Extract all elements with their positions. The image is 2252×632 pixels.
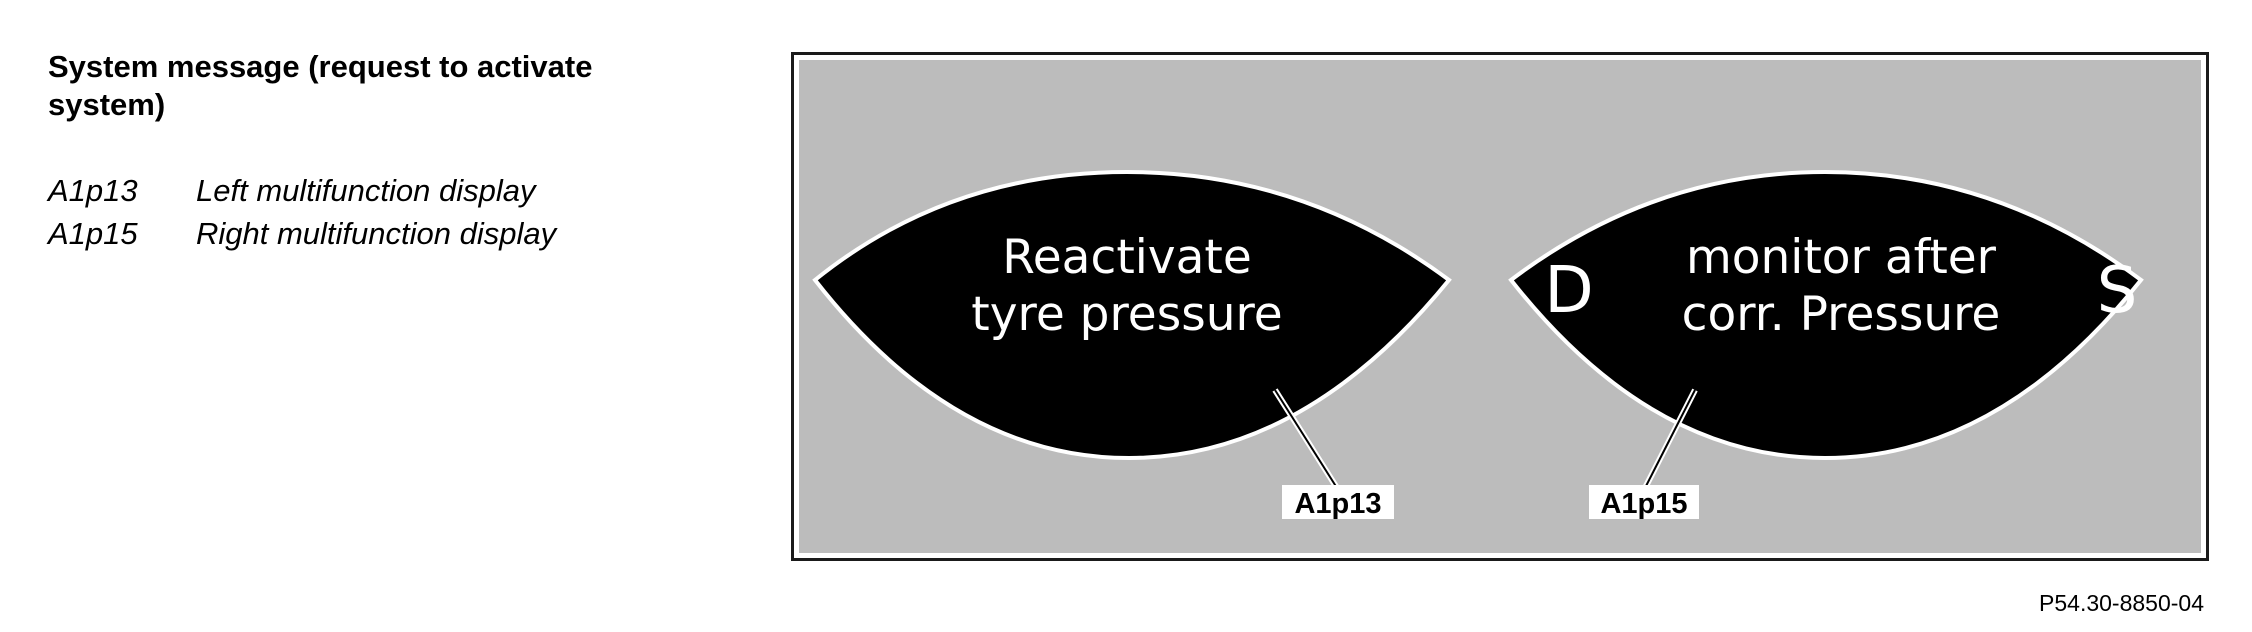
instrument-cluster-illustration: Reactivate tyre pressure monitor after c…: [799, 60, 2201, 553]
right-display-letter-left: D: [1544, 254, 1593, 328]
legend-item: A1p15 Right multifunction display: [48, 212, 688, 255]
right-display-line-1: monitor after: [1686, 230, 1997, 285]
right-callout-label: A1p15: [1600, 488, 1687, 520]
legend-description: Left multifunction display: [196, 173, 536, 208]
instrument-cluster-figure: Reactivate tyre pressure monitor after c…: [791, 52, 2209, 561]
legend-list: A1p13 Left multifunction display A1p15 R…: [48, 169, 688, 255]
legend-code: A1p15: [48, 216, 138, 251]
left-callout-label-bg: [1282, 485, 1394, 519]
page-title: System message (request to activate syst…: [48, 49, 593, 122]
right-display-letter-right: S: [2097, 254, 2138, 328]
right-callout-line: [1644, 389, 1696, 489]
legend-code: A1p13: [48, 173, 138, 208]
left-display-line-1: Reactivate: [1002, 230, 1252, 285]
left-callout-line: [1274, 389, 1338, 489]
left-callout-label: A1p13: [1294, 488, 1381, 520]
description-block: System message (request to activate syst…: [48, 48, 688, 255]
right-display-line-2: corr. Pressure: [1682, 287, 2001, 342]
legend-description: Right multifunction display: [196, 216, 557, 251]
figure-id: P54.30-8850-04: [2039, 590, 2204, 616]
left-multifunction-display: [812, 169, 1452, 461]
legend-item: A1p13 Left multifunction display: [48, 169, 688, 212]
left-display-line-2: tyre pressure: [971, 287, 1282, 342]
right-multifunction-display: [1508, 169, 2144, 461]
right-callout-label-bg: [1589, 485, 1699, 519]
